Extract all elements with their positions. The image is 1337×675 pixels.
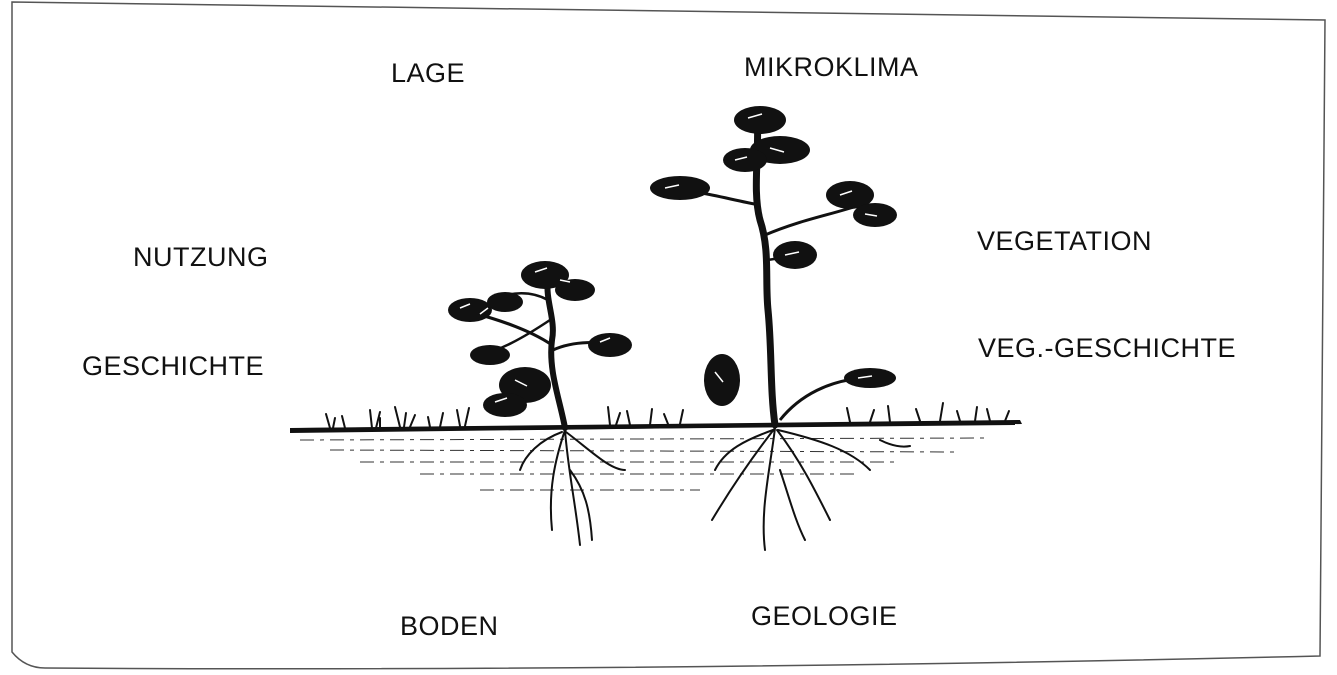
- label-veg-geschichte: VEG.-GESCHICHTE: [978, 333, 1236, 364]
- label-lage: LAGE: [391, 58, 465, 89]
- label-geschichte: GESCHICHTE: [82, 351, 264, 382]
- label-vegetation: VEGETATION: [977, 226, 1152, 257]
- label-nutzung: NUTZUNG: [133, 242, 268, 273]
- label-geologie: GEOLOGIE: [751, 601, 898, 632]
- label-mikroklima: MIKROKLIMA: [744, 52, 919, 83]
- label-boden: BODEN: [400, 611, 499, 642]
